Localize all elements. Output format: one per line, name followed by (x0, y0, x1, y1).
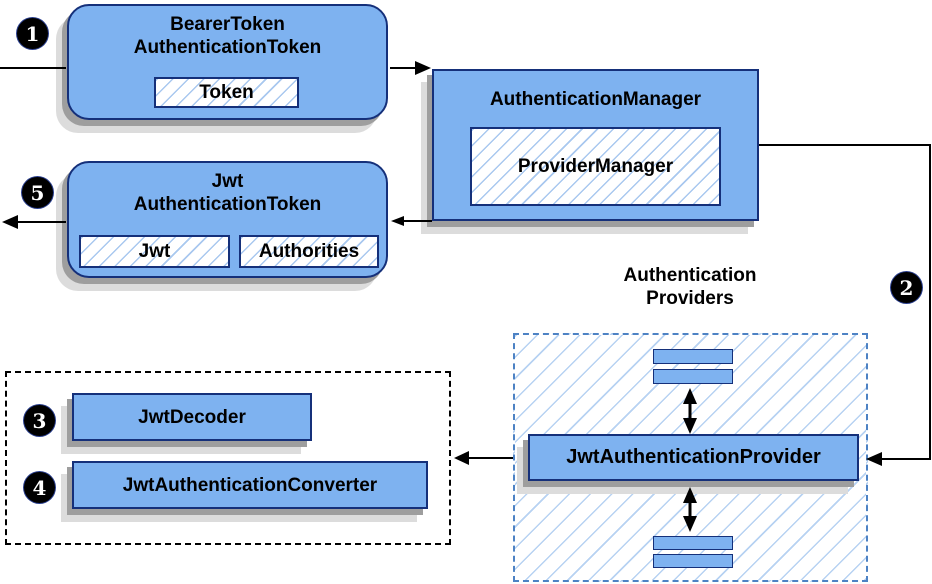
step-4-badge: 4 (24, 472, 55, 503)
provider-manager-inner-box: ProviderManager (470, 127, 721, 206)
bearer-token-authentication-token-node: BearerToken AuthenticationToken Token (67, 4, 388, 120)
jwt-token-return-arrowhead-icon (2, 215, 18, 229)
jwt-authentication-converter-title: JwtAuthenticationConverter (122, 474, 378, 496)
provider-slot-bar-top-2 (653, 369, 733, 384)
token-chip: Token (154, 77, 299, 108)
bearer-token-title-line1: BearerToken (170, 14, 285, 35)
jwt-token-title-line1: Jwt (211, 171, 244, 192)
jwt-token-title-line2: AuthenticationToken (133, 194, 322, 215)
step-2-badge: 2 (891, 272, 922, 303)
authentication-manager-node: AuthenticationManager ProviderManager (432, 69, 759, 221)
jwt-authentication-provider-node: JwtAuthenticationProvider (528, 434, 859, 481)
authentication-manager-title: AuthenticationManager (489, 89, 702, 110)
step-1-badge: 1 (17, 18, 48, 49)
authentication-providers-label-line2: Providers (646, 288, 734, 309)
manager-to-provider-arrowhead-icon (866, 452, 882, 466)
jwt-authentication-token-node: Jwt AuthenticationToken Jwt Authorities (67, 161, 388, 278)
authorities-chip: Authorities (239, 235, 379, 268)
provider-slot-bar-bottom-2 (653, 554, 733, 568)
jwt-authentication-provider-title: JwtAuthenticationProvider (566, 446, 821, 468)
provider-slot-bar-bottom-1 (653, 536, 733, 550)
jwt-decoder-title: JwtDecoder (138, 406, 246, 428)
authentication-providers-label-line1: Authentication (623, 265, 757, 286)
bearer-token-title-line2: AuthenticationToken (133, 37, 322, 58)
step-3-badge: 3 (24, 405, 55, 436)
provider-slot-bar-top-1 (653, 349, 733, 364)
authentication-providers-label: Authentication Providers (565, 264, 815, 310)
jwt-chip: Jwt (79, 235, 230, 268)
step-5-badge: 5 (22, 177, 53, 208)
jwt-authentication-converter-node: JwtAuthenticationConverter (72, 461, 428, 509)
provider-to-resolvers-arrowhead-icon (454, 451, 469, 465)
jwt-decoder-node: JwtDecoder (72, 393, 312, 441)
manager-to-jwt-token-arrowhead-icon (391, 216, 404, 226)
resolver-group-box (5, 371, 451, 545)
token-to-manager-arrowhead-icon (415, 61, 431, 75)
